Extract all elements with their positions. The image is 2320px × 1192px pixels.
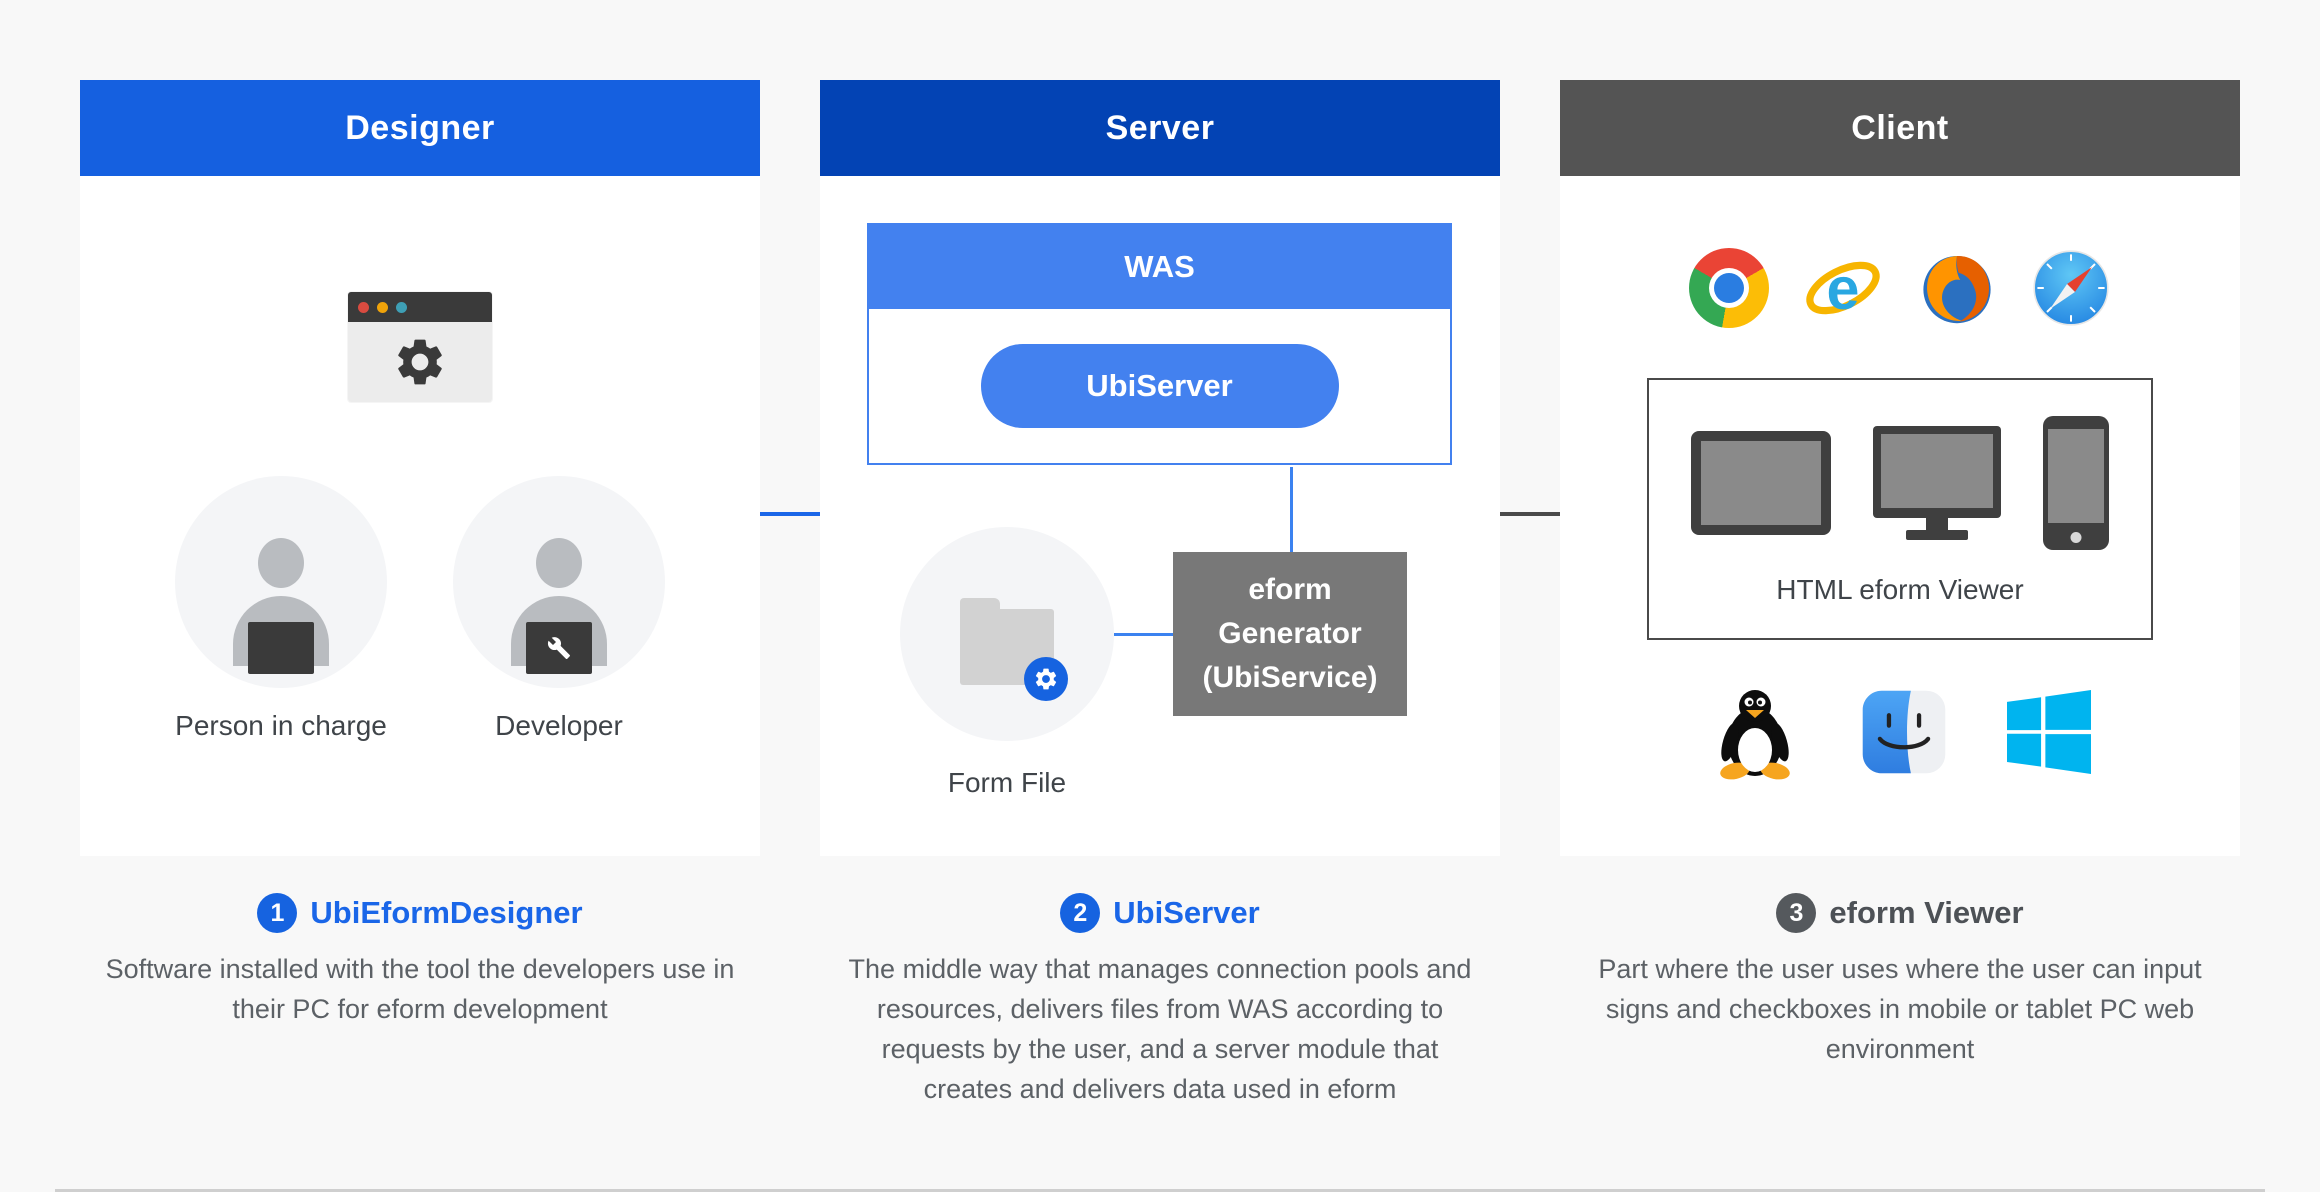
section-eform-viewer: 3 eform Viewer Part where the user uses … [1560,893,2240,1069]
macos-finder-icon [1862,690,1946,774]
safari-icon [2033,250,2109,326]
step-1-badge: 1 [257,893,298,933]
wrench-icon [547,637,570,659]
section-ubieformdesigner: 1 UbiEformDesigner Software installed wi… [80,893,760,1029]
device-icons-row [1691,416,2109,550]
formfile-generator-connector-line [1114,633,1173,636]
tablet-screen [1701,441,1821,525]
internet-explorer-icon: e [1806,255,1880,322]
designer-header: Designer [80,80,760,176]
svg-text:e: e [1827,255,1860,322]
was-generator-connector-line [1290,467,1293,552]
was-label: WAS [869,225,1450,309]
was-body: UbiServer [869,309,1450,463]
form-file-circle [900,527,1114,741]
client-column: Client e [1560,80,2240,856]
section-title-row: 3 eform Viewer [1560,893,2240,933]
section-1-description: Software installed with the tool the dev… [105,954,735,1024]
monitor-screen [1873,426,2001,518]
person-in-charge-label: Person in charge [175,710,387,741]
monitor-neck [1926,518,1948,530]
designer-body: Person in charge Developer [80,176,760,856]
section-title-row: 1 UbiEformDesigner [80,893,760,933]
phone-home-button [2070,532,2082,543]
form-file-label: Form File [947,767,1067,798]
html-eform-viewer-box: HTML eform Viewer [1647,378,2153,640]
gear-badge-icon [1024,657,1068,701]
monitor-icon [1873,426,2001,540]
persons-row: Person in charge Developer [175,476,665,742]
client-header: Client [1560,80,2240,176]
window-dot-teal-icon [396,301,407,313]
developer: Developer [453,476,665,742]
client-body: e [1560,176,2240,856]
eform-generator-box: eform Generator (UbiService) [1173,552,1407,716]
linux-tux-icon [1720,690,1790,780]
tablet-icon [1691,431,1831,535]
app-window-titlebar [348,292,492,322]
firefox-icon [1923,255,1991,324]
person-wrench-icon [453,476,665,688]
laptop-icon [248,622,314,674]
os-icons-row [1709,684,2091,780]
step-3-badge: 3 [1776,893,1817,933]
windows-icon [2007,690,2091,774]
section-title-row: 2 UbiServer [820,893,1500,933]
person-laptop-icon [175,476,387,688]
section-3-title: eform Viewer [1829,895,2024,930]
bottom-edge-line [55,1189,2265,1192]
server-column: Server WAS UbiServer Form F [820,80,1500,856]
app-window-gear-icon [348,292,492,402]
browser-icons-row: e [1689,248,2111,328]
section-2-title: UbiServer [1113,895,1260,930]
section-3-description: Part where the user uses where the user … [1598,954,2202,1064]
person-in-charge: Person in charge [175,476,387,742]
server-client-connector-line [1500,512,1560,516]
person-head [536,538,582,588]
section-1-title: UbiEformDesigner [310,895,583,930]
person-head [258,538,304,588]
section-ubiserver: 2 UbiServer The middle way that manages … [820,893,1500,1109]
window-dot-yellow-icon [377,301,388,313]
html-eform-viewer-label: HTML eform Viewer [1776,574,2024,605]
chrome-icon [1689,248,1769,328]
section-2-description: The middle way that manages connection p… [848,954,1472,1104]
developer-label: Developer [495,710,623,741]
monitor-base [1906,530,1968,540]
designer-server-connector-line [760,512,820,516]
gear-icon [1035,668,1057,690]
app-window-canvas [348,322,492,402]
designer-column: Designer [80,80,760,856]
gear-icon [398,339,442,385]
step-2-badge: 2 [1060,893,1101,933]
window-dot-red-icon [358,301,369,313]
was-box: WAS UbiServer [867,223,1452,465]
folder-gear-icon [960,598,1068,701]
phone-screen [2048,429,2104,523]
server-header: Server [820,80,1500,176]
server-body: WAS UbiServer Form File eform Generator … [820,176,1500,856]
laptop-icon [526,622,592,674]
smartphone-icon [2043,416,2109,550]
ubiserver-pill: UbiServer [980,344,1339,428]
